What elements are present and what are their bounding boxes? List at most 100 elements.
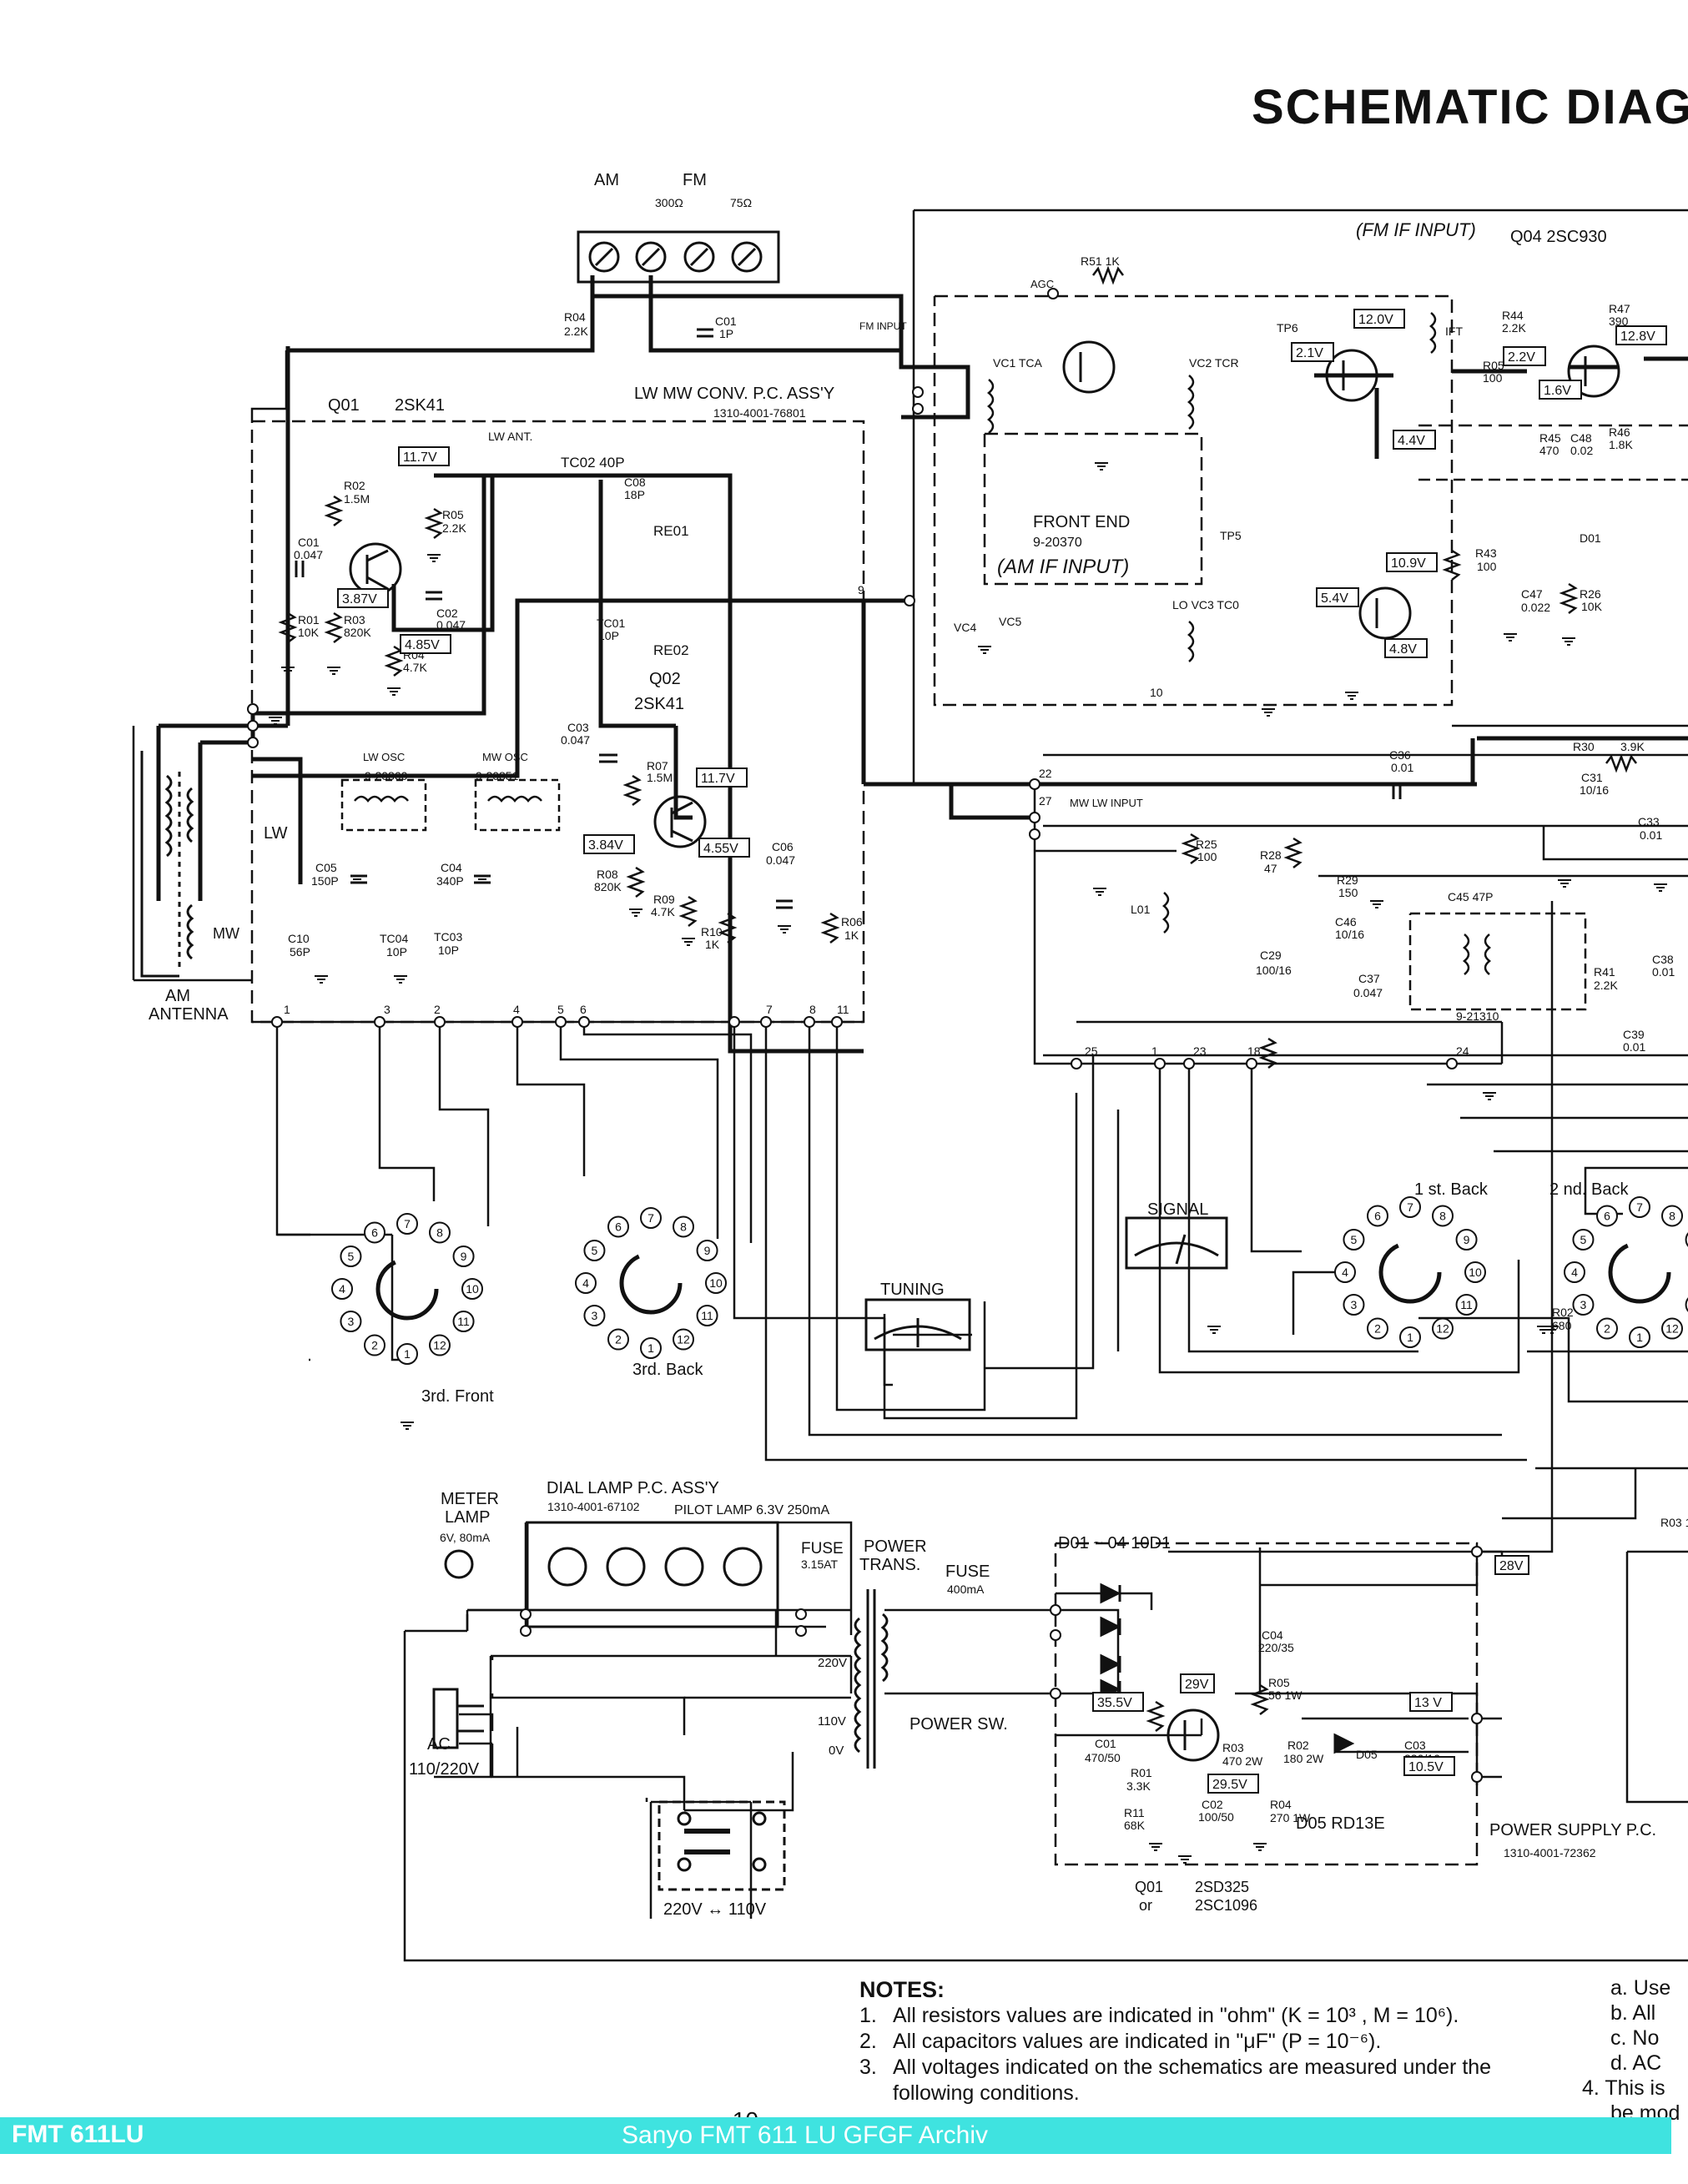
pin-number: 25 [1085, 1044, 1098, 1058]
comp-ps-r01: R01 [1131, 1766, 1152, 1779]
pin-number: 24 [1456, 1044, 1469, 1058]
comp-c08v: 18P [624, 488, 645, 501]
comp-c36v: 0.01 [1391, 761, 1413, 774]
comp-c08: C08 [624, 476, 646, 489]
label-v0: 0V [829, 1744, 844, 1758]
comp-c29: C29 [1260, 949, 1282, 962]
svg-text:3: 3 [1351, 1298, 1358, 1311]
bridge-diodes [1100, 1583, 1355, 1754]
comp-r03: R03 [344, 613, 365, 627]
note-item: 1.All resistors values are indicated in … [859, 2003, 1544, 2029]
comp-r26: R26 [1580, 587, 1601, 601]
voltage-selector [658, 1800, 786, 1891]
voltage-value: 2.2V [1508, 350, 1535, 365]
comp-tc01v: 10P [598, 629, 619, 642]
svg-text:8: 8 [680, 1220, 687, 1233]
pin-number: 7 [766, 1003, 773, 1016]
voltage-value: 13 V [1414, 1696, 1442, 1710]
voltage-box [1409, 1692, 1453, 1712]
label-power-sw: POWER SW. [910, 1715, 1008, 1734]
comp-c47v: 0.022 [1521, 601, 1550, 614]
voltage-value: 4.85V [405, 638, 440, 652]
comp-r10v: 1K [705, 938, 720, 951]
comp-ps-c03: C03 [1404, 1739, 1426, 1752]
label-q01-ps-2: or [1139, 1897, 1152, 1914]
svg-text:10: 10 [1469, 1266, 1482, 1279]
voltage-box [398, 446, 450, 466]
rotary-switches: 7891011121234567891011121234567891011121… [331, 1196, 1688, 1365]
power-transformer [854, 1589, 889, 1769]
label-front-end: FRONT END [1033, 513, 1130, 531]
pin-number: 2 [434, 1003, 441, 1016]
label-v220: 220V [818, 1656, 847, 1670]
voltage-box [1384, 638, 1428, 658]
footer-bar: FMT 611LU Sanyo FMT 611 LU GFGF Archiv [0, 2117, 1671, 2154]
label-diodes: D01 ~ 04 10D1 [1058, 1534, 1171, 1552]
comp-c02: C02 [436, 606, 458, 620]
side-note: b. All [1610, 2001, 1656, 2025]
comp-c45: C45 47P [1448, 890, 1493, 903]
voltage-value: 11.7V [701, 772, 735, 786]
voltage-box [1316, 587, 1359, 607]
voltage-value: 29.5V [1212, 1778, 1247, 1792]
label-fuse2-1: FUSE [945, 1563, 990, 1581]
label-ac-2: 110/220V [409, 1760, 480, 1779]
tuning-meter [864, 1298, 971, 1351]
svg-text:5: 5 [1351, 1233, 1358, 1246]
voltage-box [1291, 342, 1334, 362]
note-item: 3.All voltages indicated on the schemati… [859, 2055, 1544, 2106]
comp-c04v: 340P [436, 874, 464, 888]
comp-c05: C05 [315, 861, 337, 874]
pin-number: 8 [809, 1003, 816, 1016]
voltage-value: 3.84V [588, 838, 623, 853]
comp-c31v: 10/16 [1580, 783, 1609, 797]
note-text: All capacitors values are indicated in "… [893, 2030, 1382, 2053]
comp-re01: RE01 [653, 523, 689, 539]
label-third-front: 3rd. Front [421, 1387, 494, 1406]
comp-r28: R28 [1260, 848, 1282, 862]
voltage-value: 5.4V [1321, 591, 1348, 606]
voltage-box [1615, 325, 1667, 345]
label-front-end-no: 9-20370 [1033, 536, 1082, 550]
label-fuse2-2: 400mA [947, 1583, 985, 1596]
voltage-box [1494, 1555, 1529, 1575]
comp-r03v: 820K [344, 626, 371, 639]
pin-number: 9 [858, 583, 864, 596]
label-signal: SIGNAL [1147, 1200, 1208, 1219]
pin-number: 6 [580, 1003, 587, 1016]
comp-re02: RE02 [653, 642, 689, 658]
comp-c38: C38 [1652, 953, 1674, 966]
comp-r25v: 100 [1197, 850, 1217, 863]
comp-r05b: R05 [1483, 359, 1504, 372]
comp-r08v: 820K [594, 880, 622, 893]
comp-vc2: VC2 TCR [1189, 356, 1239, 370]
comp-r30: R30 [1573, 740, 1595, 753]
label-fuse1-2: 3.15AT [801, 1557, 839, 1571]
text-labels: AM FM 300Ω 75Ω LW MW CONV. P.C. ASS'Y 13… [149, 171, 1656, 1919]
comp-c05v: 150P [311, 874, 339, 888]
label-pilot-lamp: PILOT LAMP 6.3V 250mA [674, 1503, 830, 1517]
pin-number: 23 [1193, 1044, 1207, 1058]
voltage-box [696, 767, 748, 788]
dial-lamps [444, 1521, 779, 1628]
svg-text:5: 5 [1580, 1233, 1587, 1246]
voltage-value: 4.8V [1389, 642, 1417, 657]
svg-text:2: 2 [1604, 1322, 1610, 1336]
svg-text:12: 12 [1665, 1322, 1679, 1336]
label-q01-top: Q01 [328, 396, 360, 415]
label-voltage-select: 220V ↔ 110V [663, 1900, 767, 1919]
svg-text:1: 1 [1407, 1331, 1413, 1344]
voltage-box [1180, 1673, 1215, 1693]
comp-tc03: TC03 [434, 930, 462, 944]
svg-text:5: 5 [348, 1250, 355, 1263]
pin-number: 4 [513, 1003, 520, 1016]
svg-text:10: 10 [466, 1282, 479, 1296]
comp-r47v: 390 [1609, 315, 1629, 328]
comp-c47: C47 [1521, 587, 1543, 601]
comp-ps-r02v: 180 2W [1283, 1752, 1324, 1765]
label-power-supply-no: 1310-4001-72362 [1504, 1846, 1596, 1859]
